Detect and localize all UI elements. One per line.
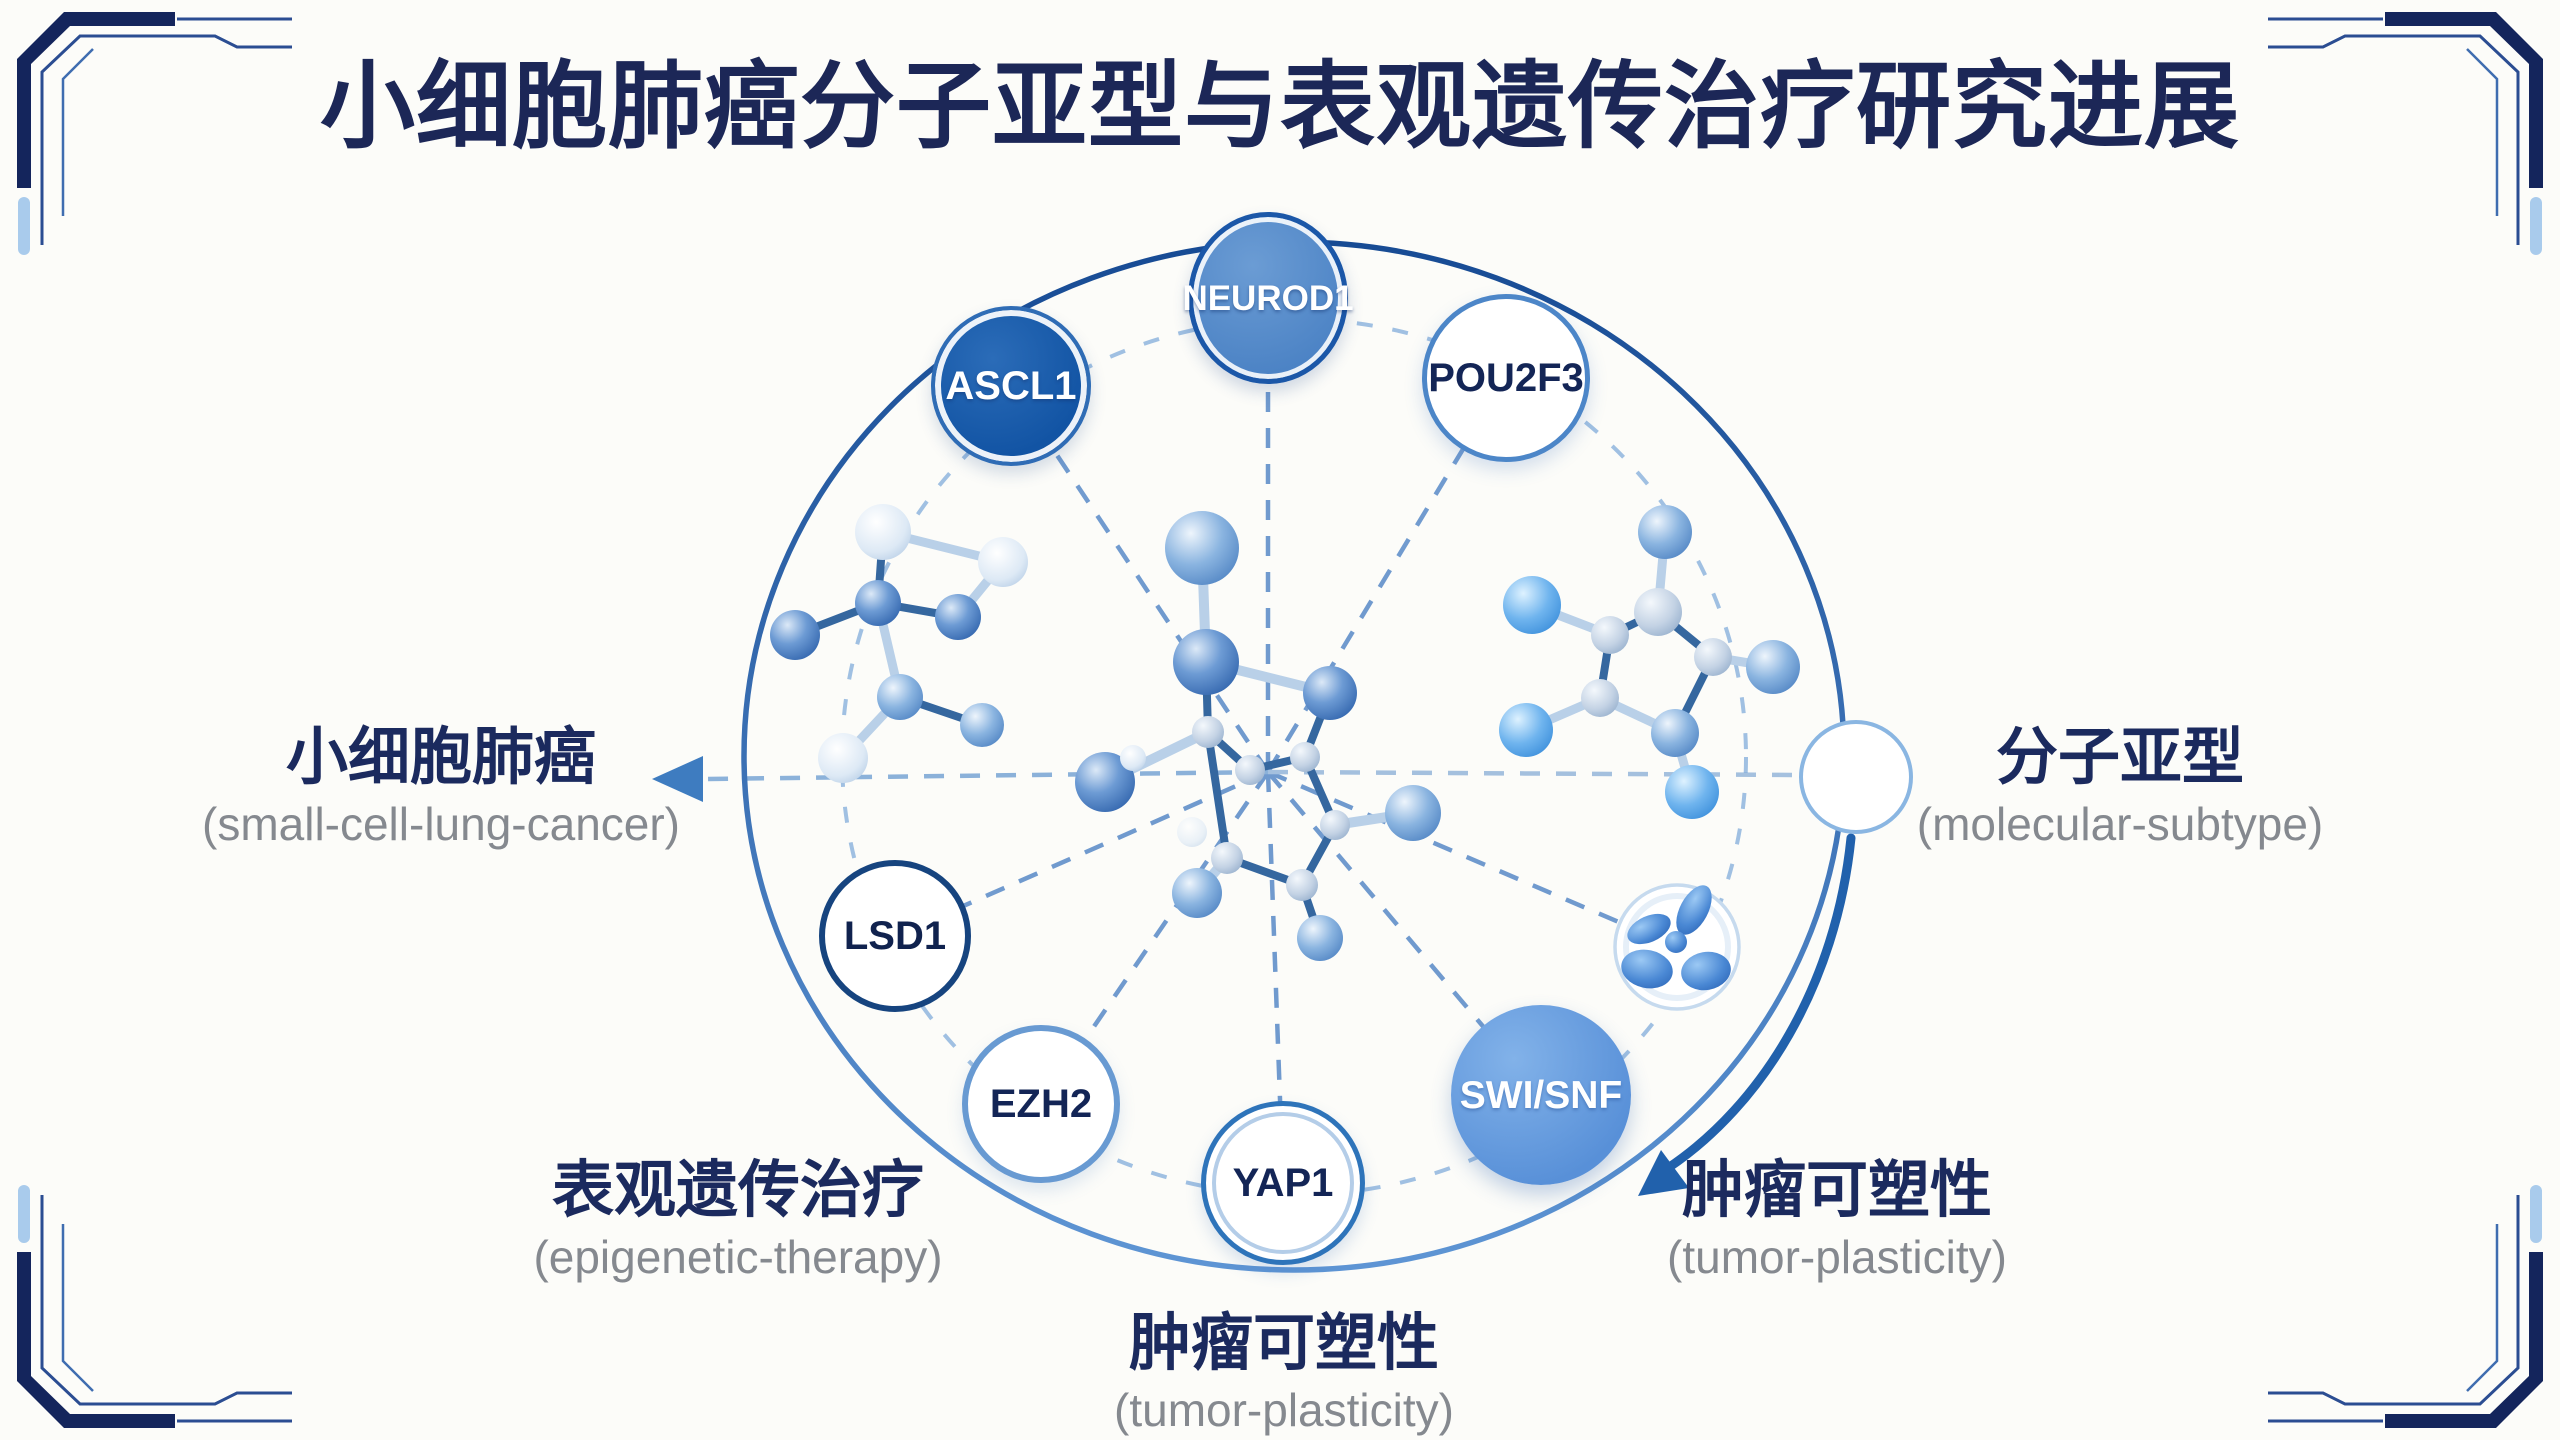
left-molecule-icon [770,504,1028,783]
node-pou2f3-label: POU2F3 [1428,356,1584,400]
label-molecular-subtype-zh: 分子亚型 [1995,723,2244,792]
label-molecular-subtype: 分子亚型 (molecular-subtype) [1800,722,2440,850]
plasticity-arc-arrow [1638,833,1856,1196]
node-pou2f3: POU2F3 [1422,294,1590,462]
label-epigenetic-therapy-zh: 表观遗传治疗 [551,1156,924,1225]
node-ezh2: EZH2 [962,1025,1120,1183]
label-tumor-plasticity-bottom-en: (tumor-plasticity) [1114,1384,1454,1437]
node-yap1-label: YAP1 [1232,1161,1334,1205]
node-yap1: YAP1 [1201,1101,1365,1265]
node-ascl1: ASCL1 [931,306,1091,466]
node-ascl1-label: ASCL1 [945,364,1077,408]
label-small-cell-lung-cancer: 小细胞肺癌 (small-cell-lung-cancer) [121,722,761,850]
node-neurod1: NEUROD1 [1182,212,1354,384]
chromosome-icon [1613,883,1741,1011]
corner-bracket-bottom-left-icon [15,1183,294,1430]
label-tumor-plasticity-right: 肿瘤可塑性 (tumor-plasticity) [1517,1155,2157,1283]
label-epigenetic-therapy: 表观遗传治疗 (epigenetic-therapy) [418,1155,1058,1283]
label-tumor-plasticity-bottom: 肿瘤可塑性 (tumor-plasticity) [964,1308,1604,1436]
subtype-exit-circle [1799,720,1913,834]
node-ezh2-label: EZH2 [989,1082,1093,1126]
label-small-cell-lung-cancer-zh: 小细胞肺癌 [285,723,596,792]
node-lsd1-label: LSD1 [843,914,947,958]
label-molecular-subtype-en: (molecular-subtype) [1916,798,2324,851]
central-molecule-icon [1075,511,1441,961]
left-arrowhead-icon [652,756,703,802]
label-small-cell-lung-cancer-en: (small-cell-lung-cancer) [202,798,680,851]
right-molecule-icon [1499,505,1800,819]
node-swisnf: SWI/SNF [1451,1005,1631,1185]
node-lsd1: LSD1 [819,860,971,1012]
node-swisnf-label: SWI/SNF [1459,1073,1623,1117]
label-epigenetic-therapy-en: (epigenetic-therapy) [533,1231,943,1284]
label-tumor-plasticity-bottom-zh: 肿瘤可塑性 [1128,1309,1439,1378]
page-title: 小细胞肺癌分子亚型与表观遗传治疗研究进展 [319,54,2240,160]
label-tumor-plasticity-right-en: (tumor-plasticity) [1667,1231,2007,1284]
corner-bracket-bottom-right-icon [2266,1183,2545,1430]
label-tumor-plasticity-right-zh: 肿瘤可塑性 [1681,1156,1992,1225]
node-neurod1-label: NEUROD1 [1182,278,1354,318]
